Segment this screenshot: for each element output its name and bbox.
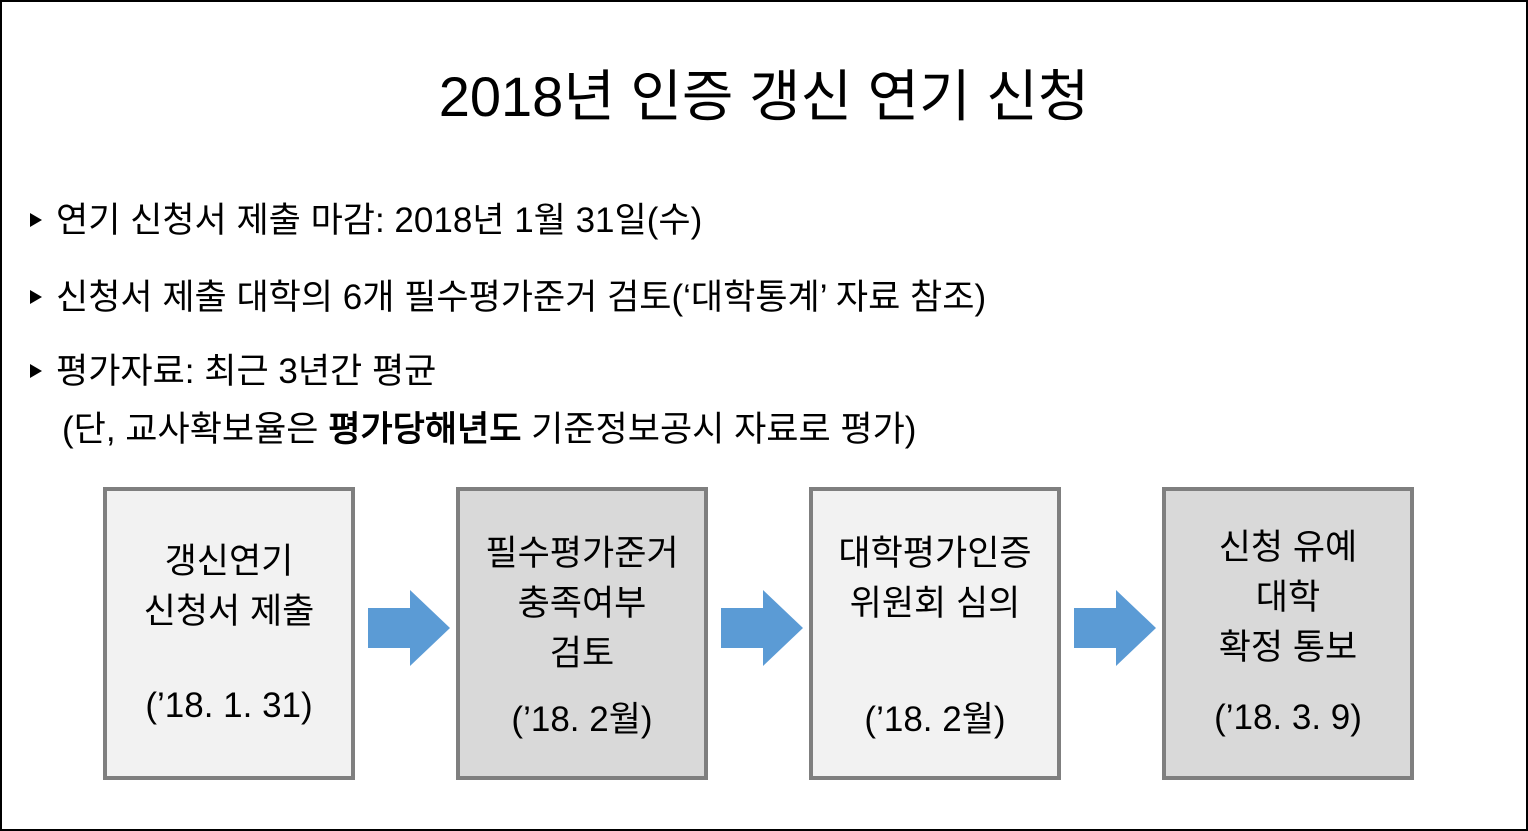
bullet-text: 신청서 제출 대학의 6개 필수평가준거 검토(‘대학통계’ 자료 참조) — [56, 278, 987, 317]
arrow-right-icon — [721, 590, 803, 666]
step-line: 충족여부 — [517, 584, 647, 623]
step-date: (’18. 2월) — [864, 700, 1006, 739]
step-date: (’18. 2월) — [511, 700, 653, 739]
bullet-data: 평가자료: 최근 3년간 평균 — [30, 350, 436, 394]
bullet-note: (단, 교사확보율은 평가당해년도 기준정보공시 자료로 평가) — [62, 408, 916, 452]
note-prefix: (단, 교사확보율은 — [62, 410, 329, 449]
step-line: 위원회 심의 — [849, 584, 1021, 623]
step-line: 신청서 제출 — [143, 592, 315, 631]
triangle-bullet-icon — [30, 289, 42, 304]
bullet-review: 신청서 제출 대학의 6개 필수평가준거 검토(‘대학통계’ 자료 참조) — [30, 276, 986, 320]
step-line: 확정 통보 — [1218, 628, 1358, 667]
triangle-bullet-icon — [30, 363, 42, 378]
step-line: 신청 유예 — [1218, 528, 1358, 567]
step-line: 검토 — [549, 634, 615, 673]
step-line: 대학 — [1255, 578, 1321, 617]
step-date: (’18. 1. 31) — [145, 686, 313, 725]
step-line: 갱신연기 — [164, 542, 294, 581]
step-line: 대학평가인증 — [838, 534, 1032, 573]
bullet-text: 연기 신청서 제출 마감: 2018년 1월 31일(수) — [56, 201, 703, 240]
bullet-text: 평가자료: 최근 3년간 평균 — [56, 352, 437, 391]
arrow-right-icon — [1074, 590, 1156, 666]
arrow-right-icon — [368, 590, 450, 666]
bullet-deadline: 연기 신청서 제출 마감: 2018년 1월 31일(수) — [30, 199, 702, 243]
step-date: (’18. 3. 9) — [1214, 698, 1362, 737]
step-line: 필수평가준거 — [485, 534, 679, 573]
note-bold: 평가당해년도 — [328, 410, 522, 449]
slide-title: 2018년 인증 갱신 연기 신청 — [438, 65, 1090, 128]
triangle-bullet-icon — [30, 212, 42, 227]
note-suffix: 기준정보공시 자료로 평가) — [521, 410, 917, 449]
